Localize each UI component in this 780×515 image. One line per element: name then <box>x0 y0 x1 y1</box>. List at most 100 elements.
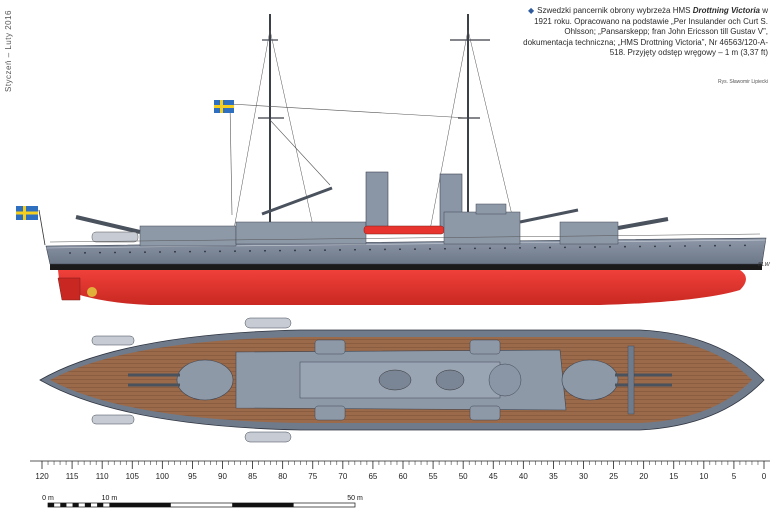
porthole <box>174 250 176 253</box>
frame-scale-label: 15 <box>669 472 678 481</box>
figure-caption: ◆Szwedzki pancernik obrony wybrzeża HMS … <box>520 6 768 59</box>
plan-boat-top <box>244 317 292 329</box>
frame-scale-label: 50 <box>459 472 468 481</box>
porthole <box>264 249 266 252</box>
porthole <box>249 250 251 252</box>
swedish-flag-stern-icon <box>16 206 46 246</box>
porthole <box>159 251 161 253</box>
porthole <box>189 250 191 253</box>
metric-scale-segment <box>232 503 294 507</box>
plan-aft-turret <box>128 359 234 401</box>
porthole <box>684 245 686 247</box>
porthole <box>594 246 596 248</box>
swedish-flag-mast-icon <box>214 100 234 113</box>
plan-boat-bottom <box>244 431 292 443</box>
frame-scale-label: 30 <box>579 472 588 481</box>
ship-boat <box>91 231 139 243</box>
porthole <box>354 248 356 251</box>
frame-scale-label: 90 <box>218 472 227 481</box>
plan-view <box>39 317 765 443</box>
frame-scale-label: 100 <box>156 472 170 481</box>
metric-scale-segment <box>72 503 79 507</box>
porthole <box>474 247 476 250</box>
frame-scale-label: 85 <box>248 472 257 481</box>
porthole <box>564 246 566 249</box>
porthole <box>609 245 611 248</box>
porthole <box>534 246 536 249</box>
frame-scale-label: 10 <box>699 472 708 481</box>
caption-suffix: w 1921 roku. Opracowano na podstawie „Pe… <box>523 6 768 57</box>
porthole <box>549 246 551 249</box>
frame-scale-label: 25 <box>609 472 618 481</box>
porthole <box>744 244 746 247</box>
porthole <box>429 248 431 250</box>
porthole <box>639 245 641 248</box>
launch-boat-red <box>363 225 445 235</box>
porthole <box>579 246 581 249</box>
porthole <box>624 245 626 248</box>
frame-scale-label: 115 <box>66 472 79 481</box>
plan-aft-funnel <box>378 369 412 391</box>
frame-scale-label: 95 <box>188 472 197 481</box>
frame-scale-label: 60 <box>399 472 408 481</box>
frame-scale-label: 0 <box>762 472 767 481</box>
porthole <box>699 244 701 247</box>
main-mast <box>231 14 331 241</box>
metric-scale-segment <box>109 503 171 507</box>
porthole <box>69 252 71 254</box>
frame-scale-label: 105 <box>126 472 140 481</box>
frame-scale-label: 40 <box>519 472 528 481</box>
porthole <box>399 248 401 251</box>
porthole <box>669 245 671 248</box>
frame-scale-label: 75 <box>308 472 317 481</box>
porthole <box>204 250 206 253</box>
porthole <box>114 251 116 254</box>
aft-superstructure <box>235 221 367 245</box>
frame-scale-label: 110 <box>96 472 109 481</box>
antifouling-hull <box>58 270 746 305</box>
porthole <box>444 247 446 250</box>
fore-superstructure <box>443 211 521 245</box>
portholes <box>69 244 746 254</box>
aerial-wire <box>229 103 469 119</box>
propeller-icon <box>87 287 97 297</box>
porthole <box>519 247 521 249</box>
porthole <box>309 249 311 252</box>
plan-fore-funnel <box>435 369 465 391</box>
porthole <box>129 251 131 254</box>
aft-turret-side <box>139 225 237 247</box>
fore-gun-barrel <box>617 217 669 230</box>
porthole <box>324 249 326 252</box>
metric-scale-label: 10 m <box>102 495 118 502</box>
porthole <box>84 251 86 254</box>
porthole <box>384 248 386 251</box>
porthole <box>144 251 146 254</box>
frame-scale-label: 80 <box>278 472 287 481</box>
metric-scale-frame <box>47 502 356 508</box>
frame-scale-ticks <box>41 461 765 469</box>
fore-mast <box>429 14 513 231</box>
illustrator-credit: Rys. Sławomir Lipiecki <box>717 79 768 85</box>
metric-scale-segment <box>84 503 91 507</box>
metric-scale-segment <box>48 503 55 507</box>
frame-scale-label: 70 <box>338 472 347 481</box>
waterline-label: BLW <box>758 262 770 268</box>
frame-scale-label: 120 <box>35 472 49 481</box>
aft-gun-barrel <box>75 215 141 234</box>
porthole <box>219 250 221 253</box>
plan-bridge <box>488 363 522 397</box>
frame-scale-label: 55 <box>429 472 438 481</box>
frame-scale-label: 35 <box>549 472 558 481</box>
caption-prefix: Szwedzki pancernik obrony wybrzeża HMS <box>537 6 693 15</box>
metric-scale-segment <box>60 503 67 507</box>
porthole <box>369 248 371 251</box>
porthole <box>714 244 716 247</box>
porthole <box>99 251 101 254</box>
metric-scale-bar <box>47 502 356 508</box>
caption-bullet-icon: ◆ <box>527 6 535 15</box>
plan-fore-turret <box>561 359 672 401</box>
frame-scale-label: 45 <box>489 472 498 481</box>
